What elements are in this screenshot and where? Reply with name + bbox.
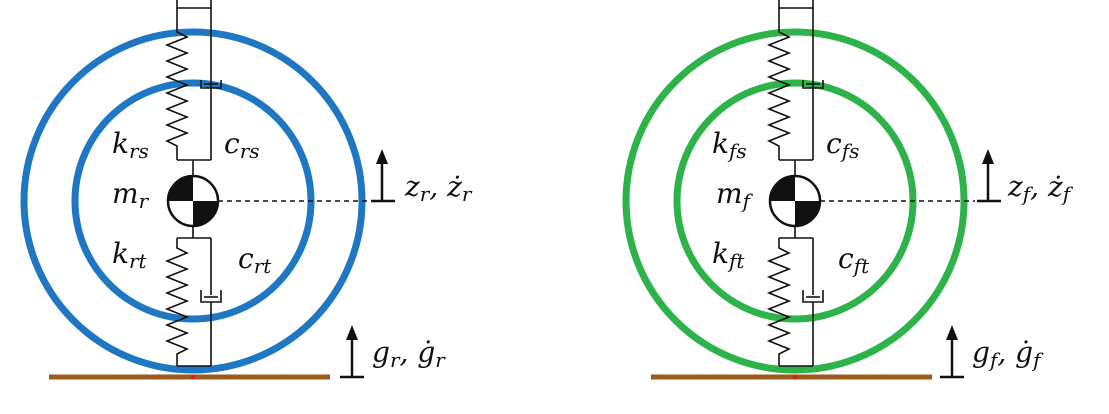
front-lower-spring: [766, 238, 792, 366]
front-road-input-arrow: [940, 325, 964, 379]
front-wheel-unit: kfs cfs mf kft cft zf, żf gf, ġf: [622, 0, 1074, 380]
front-lower-damper-label: cft: [838, 242, 870, 278]
front-road-input-label: gf, ġf: [972, 336, 1044, 372]
front-lower-spring-label: kft: [712, 237, 745, 273]
front-upper-damper-label: cfs: [826, 127, 859, 163]
rear-upper-spring: [164, 24, 190, 160]
front-lower-damper: [779, 238, 824, 367]
rear-mass-label: mr: [112, 177, 150, 213]
front-displacement-arrow: [977, 149, 1001, 203]
front-upper-damper: [779, 80, 824, 176]
rear-road-input-label: gr, ġr: [372, 336, 446, 372]
rear-lower-spring-label: krt: [112, 237, 148, 273]
front-mass-label: mf: [716, 177, 754, 213]
rear-lower-damper: [177, 238, 222, 367]
front-top-frame: [778, 0, 814, 85]
front-contact-point: [792, 374, 798, 380]
rear-displacement-label: zr, żr: [404, 170, 473, 206]
rear-upper-damper-label: crs: [224, 127, 260, 163]
rear-road-input-arrow: [340, 325, 364, 379]
rear-lower-frame: [177, 226, 211, 239]
rear-lower-spring: [164, 238, 190, 366]
rear-wheel-unit: krs crs mr krt crt zr, żr gr, ġr: [20, 0, 473, 380]
rear-mass-symbol: [166, 174, 220, 228]
front-displacement-label: zf, żf: [1007, 170, 1074, 206]
front-upper-spring: [766, 24, 792, 160]
front-upper-spring-label: kfs: [712, 127, 747, 163]
rear-displacement-arrow: [371, 149, 395, 203]
front-lower-frame: [779, 226, 813, 239]
rear-top-frame: [176, 0, 212, 85]
rear-upper-damper: [177, 80, 222, 176]
rear-contact-point: [190, 374, 196, 380]
front-mass-symbol: [768, 174, 822, 228]
rear-lower-damper-label: crt: [238, 242, 272, 278]
rear-upper-spring-label: krs: [112, 127, 149, 163]
